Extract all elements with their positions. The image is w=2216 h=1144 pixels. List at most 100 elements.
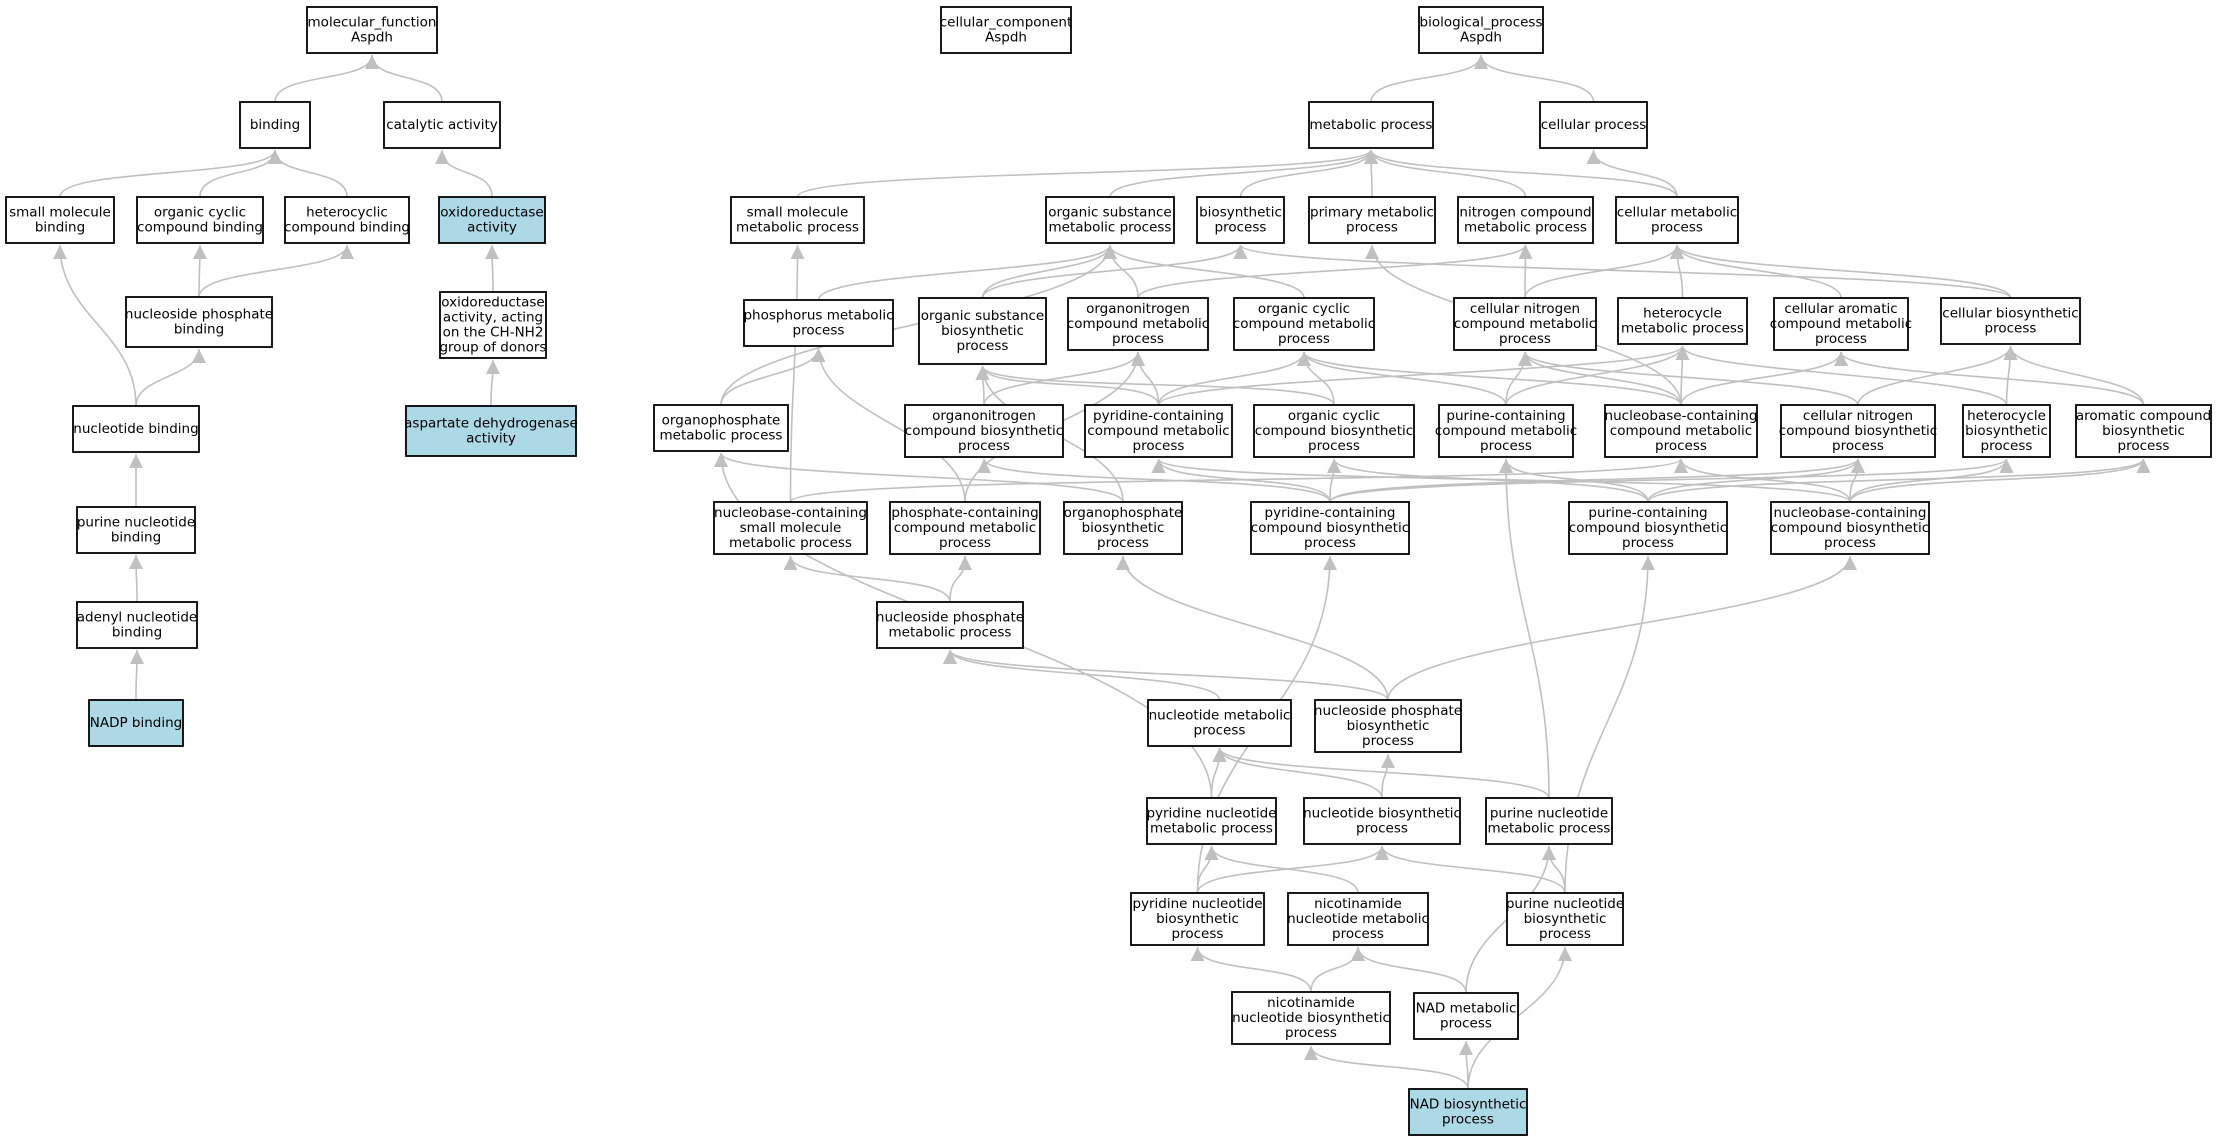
term-label-line: metabolic process <box>736 220 859 236</box>
term-node-mp[interactable]: metabolic process <box>1308 101 1434 149</box>
term-label-line: binding <box>35 220 85 236</box>
term-label-line: nucleotide metabolic <box>1287 911 1429 927</box>
term-label-line: small molecule <box>747 205 849 221</box>
term-label-line: compound biosynthetic <box>1771 520 1929 536</box>
term-label-line: purine nucleotide <box>1490 806 1608 822</box>
term-label-line: NAD metabolic <box>1416 1001 1517 1017</box>
term-label-line: purine nucleotide <box>77 515 195 531</box>
edge-phcmp-to-phmp <box>811 347 966 503</box>
term-box <box>2075 404 2212 458</box>
term-node-cp[interactable]: cellular process <box>1539 101 1648 149</box>
edge-pucmp-to-occmp <box>1297 351 1507 406</box>
term-label-line: cellular process <box>1541 117 1647 133</box>
term-box <box>1146 797 1277 845</box>
edge-acbp-to-cacmp <box>1834 351 2145 406</box>
term-box <box>1063 501 1183 555</box>
term-node-nadpb[interactable]: NADP binding <box>88 699 184 747</box>
term-node-catalytic[interactable]: catalytic activity <box>383 101 501 149</box>
term-box <box>72 405 200 453</box>
term-label-line: cellular metabolic <box>1617 205 1737 221</box>
term-box <box>1308 196 1436 244</box>
term-box <box>1418 6 1544 54</box>
term-label-line: heterocycle <box>1643 306 1722 322</box>
edge-asp-to-oxnh2 <box>485 359 500 407</box>
term-label-line: purine-containing <box>1446 408 1565 424</box>
term-node-binding[interactable]: binding <box>239 101 311 149</box>
term-label-line: biosynthetic <box>941 323 1024 339</box>
term-box <box>1453 297 1597 351</box>
term-label-line: compound metabolic <box>894 520 1036 536</box>
edge-npbp-to-nbcbp <box>1387 555 1857 701</box>
edge-hbp-to-hmp <box>1675 345 2008 406</box>
term-label-line: process <box>1815 331 1867 347</box>
term-box <box>76 601 198 649</box>
term-node-nb[interactable]: nucleotide binding <box>72 405 200 453</box>
term-box <box>1308 101 1434 149</box>
term-box <box>1067 297 1209 351</box>
term-label-line: compound biosynthetic <box>1255 423 1413 439</box>
term-label-line: metabolic process <box>1488 821 1611 837</box>
edge-nadpb-to-anb <box>129 649 144 701</box>
term-label-line: process <box>1304 535 1356 551</box>
edge-acbp-to-cbp <box>2003 345 2145 406</box>
term-label-line: biosynthetic <box>1347 718 1430 734</box>
